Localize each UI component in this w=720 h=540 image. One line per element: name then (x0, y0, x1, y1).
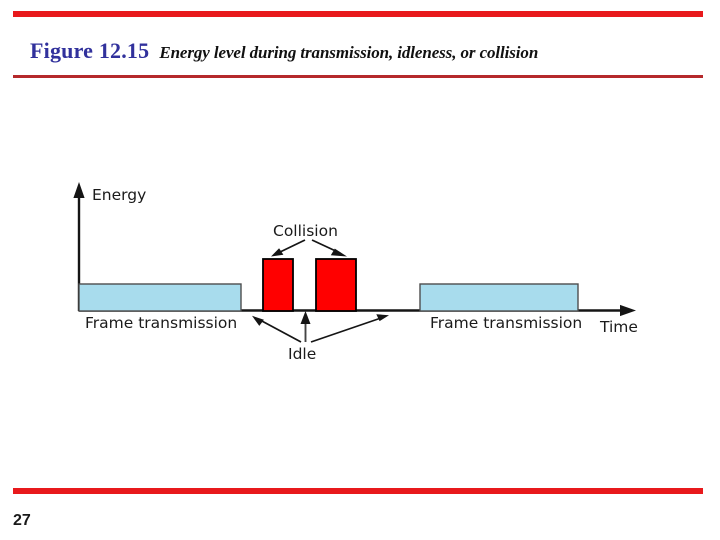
bar-frame-transmission-1 (78, 283, 242, 312)
bar-collision-2 (315, 258, 357, 312)
idle-label: Idle (288, 345, 316, 363)
footer-rule (13, 488, 703, 494)
bar-label-frame-transmission-1: Frame transmission (85, 314, 237, 332)
header-bottom-rule (13, 75, 703, 78)
page-number: 27 (13, 512, 31, 529)
bar-frame-transmission-2 (419, 283, 579, 312)
figure-diagram: Energy Time Frame transmission Frame tra… (0, 160, 720, 390)
figure-caption: Energy level during transmission, idlene… (159, 43, 539, 62)
collision-label: Collision (273, 222, 338, 240)
bar-collision-1 (262, 258, 294, 312)
figure-label: Figure 12.15 (30, 38, 150, 63)
y-axis-label: Energy (92, 186, 146, 204)
collision-annotation (271, 239, 347, 257)
header-top-rule (13, 11, 703, 17)
x-axis-label: Time (599, 318, 638, 336)
page-title: Figure 12.15 Energy level during transmis… (30, 38, 690, 68)
bar-label-frame-transmission-2: Frame transmission (430, 314, 582, 332)
idle-annotation (252, 311, 389, 343)
